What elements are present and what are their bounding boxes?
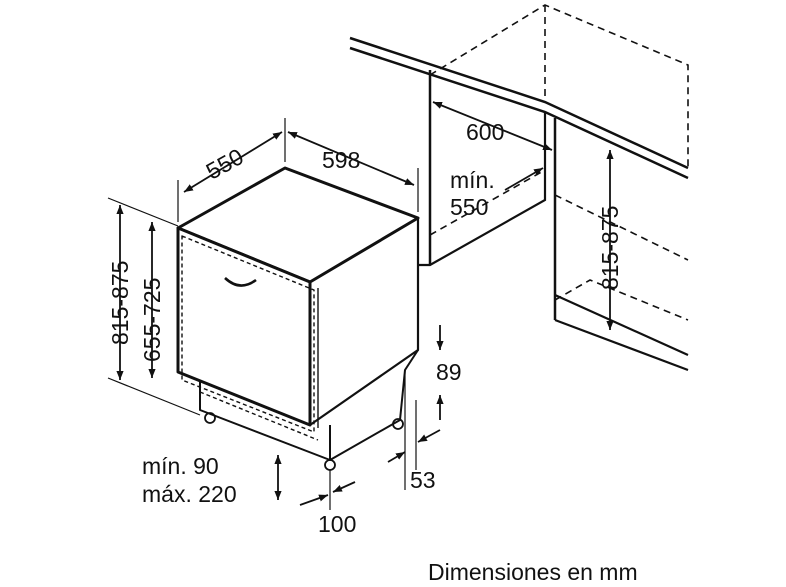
diagram-caption: Dimensiones en mm <box>428 559 638 585</box>
label-niche-height-range: 815-875 <box>597 206 623 290</box>
label-foot-offset-100: 100 <box>318 511 356 537</box>
label-height-range: 815-875 <box>107 261 133 345</box>
label-door-height-range: 655-725 <box>139 278 165 362</box>
label-depth-550: 550 <box>202 143 248 184</box>
label-niche-depth-550: 550 <box>450 194 488 220</box>
label-plinth-max-220: máx. 220 <box>142 481 237 507</box>
label-plinth-min-90: mín. 90 <box>142 453 219 479</box>
label-width-598: 598 <box>322 147 360 173</box>
label-setback-53: 53 <box>410 467 436 493</box>
dimension-lines <box>107 101 614 510</box>
installation-niche <box>349 4 689 372</box>
label-niche-min: mín. <box>450 167 495 193</box>
label-niche-width-600: 600 <box>466 119 504 145</box>
label-plinth-89: 89 <box>436 359 462 385</box>
dishwasher-body <box>176 166 420 471</box>
